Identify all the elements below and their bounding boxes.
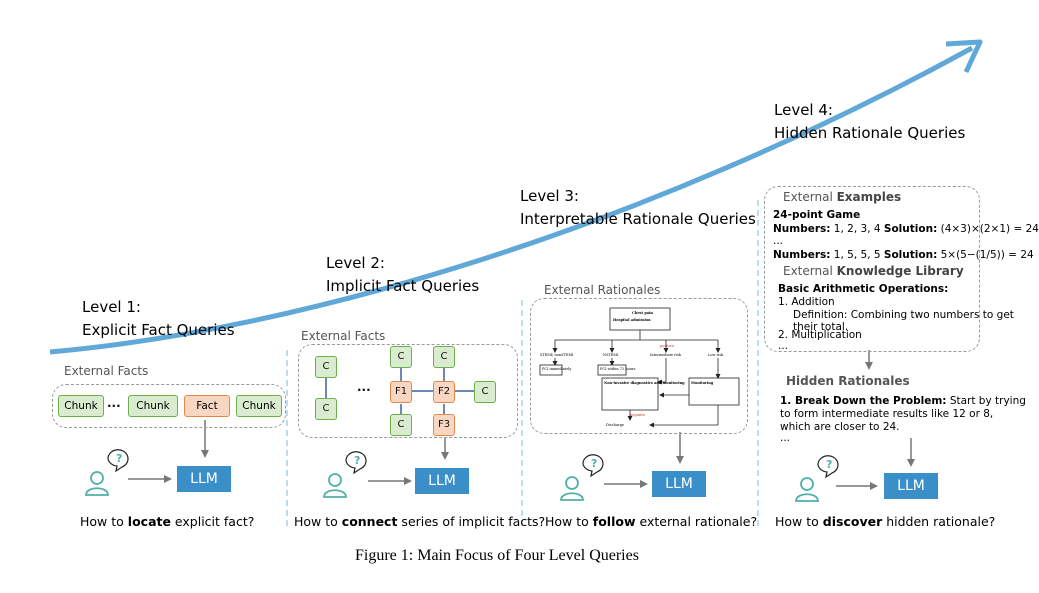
external-facts-graph-box <box>298 344 518 438</box>
chunk-box: Chunk <box>128 395 178 417</box>
hidden-step-line-2: to form intermediate results like 12 or … <box>780 408 994 420</box>
game-title: 24-point Game <box>773 209 861 221</box>
flow-pci1: PCI immediately <box>542 367 572 371</box>
ellipsis: ... <box>107 396 121 410</box>
question-mark-icon: ? <box>354 454 361 467</box>
panel-4-question: How to discover hidden rationale? <box>775 514 996 529</box>
user-icon-3 <box>560 454 604 501</box>
figure-caption: Figure 1: Main Focus of Four Level Queri… <box>355 547 639 564</box>
op-1-def-line-2: their total. <box>793 321 849 333</box>
question-mark-icon: ? <box>826 458 833 471</box>
op-1: 1. Addition <box>778 296 835 308</box>
node-c: C <box>390 414 412 436</box>
fact-box: Fact <box>184 395 230 417</box>
examples-label: External Examples <box>783 190 902 204</box>
external-facts-box <box>52 384 286 428</box>
chunk-box: Chunk <box>58 395 104 417</box>
growth-curve-arrowhead <box>945 39 983 74</box>
panel-3-question: How to follow external rationale? <box>545 514 758 529</box>
node-c: C <box>315 398 337 420</box>
node-c: C <box>474 381 496 403</box>
panel-2-question: How to connect series of implicit facts? <box>294 514 546 529</box>
panel-1-question: How to locate explicit fact? <box>80 514 255 529</box>
flow-intermediate: Intermediate risk <box>650 353 681 357</box>
question-mark-icon: ? <box>591 457 598 470</box>
ellipsis: ... <box>357 380 371 394</box>
user-icon-2 <box>323 451 367 498</box>
graph-edges <box>325 367 474 414</box>
node-f3: F3 <box>433 414 455 436</box>
ops-title: Basic Arithmetic Operations: <box>778 283 949 295</box>
llm-box: LLM <box>884 473 938 499</box>
node-f1: F1 <box>390 381 412 403</box>
node-f2: F2 <box>433 381 455 403</box>
hidden-step-line-3: which are closer to 24. <box>780 421 900 433</box>
node-c: C <box>390 346 412 368</box>
panel-3-label: External Rationales <box>544 283 661 297</box>
op-1-def-line-1: Definition: Combining two numbers to get <box>793 309 1014 321</box>
panel-1-label: External Facts <box>64 364 149 378</box>
hidden-step-line-1: 1. Break Down the Problem: Start by tryi… <box>780 395 1026 407</box>
flow-monitoring: Monitoring <box>691 381 714 385</box>
hidden-rationales-label: Hidden Rationales <box>786 374 910 388</box>
node-c: C <box>315 356 337 378</box>
question-mark-icon: ? <box>116 452 123 465</box>
node-c: C <box>433 346 455 368</box>
ellipsis: ... <box>778 340 789 352</box>
llm-box: LLM <box>652 471 706 497</box>
op-2: 2. Multiplication <box>778 329 862 341</box>
flow-discharge: Discharge <box>606 423 625 427</box>
external-examples-box <box>764 186 980 352</box>
llm-box: LLM <box>415 468 469 494</box>
knowledge-library-label: External Knowledge Library <box>783 264 964 278</box>
flow-noninvasive: Non-invasive diagnostics and monitoring <box>604 381 685 385</box>
external-rationales-box <box>530 298 748 434</box>
user-icon-4 <box>795 455 839 502</box>
flow-stemi: STEMI/ nonSTEMI <box>540 353 574 357</box>
level-2-heading: Level 2:Implicit Fact Queries <box>326 254 480 295</box>
flow-chest-pain: Chest pain <box>632 311 653 315</box>
level-3-heading: Level 3:Interpretable Rationale Queries <box>520 187 756 228</box>
level-4-heading: Level 4:Hidden Rationale Queries <box>774 101 966 142</box>
flow-negative: negative <box>630 413 646 417</box>
example-1: Numbers: 1, 2, 3, 4 Solution: (4×3)×(2×1… <box>773 223 1039 235</box>
flow-hospital: Hospital admission <box>613 318 651 322</box>
panel-2-label: External Facts <box>301 329 386 343</box>
ellipsis: ... <box>780 432 791 444</box>
level-1-heading: Level 1:Explicit Fact Queries <box>82 298 235 339</box>
flowchart-boxes <box>539 307 740 411</box>
growth-curve <box>49 45 974 355</box>
example-2: Numbers: 1, 5, 5, 5 Solution: 5×(5−(1/5)… <box>773 249 1034 261</box>
llm-box: LLM <box>177 466 231 492</box>
user-icon-1 <box>85 449 129 496</box>
flow-nstemi: NSTEMI <box>603 353 619 357</box>
ellipsis: ... <box>773 235 784 247</box>
flow-positive: positive <box>660 344 674 348</box>
flow-pci2: PCI within 72 hours <box>600 367 636 371</box>
flowchart-lines <box>552 330 721 428</box>
chunk-box: Chunk <box>236 395 282 417</box>
flow-low: Low risk <box>708 353 724 357</box>
